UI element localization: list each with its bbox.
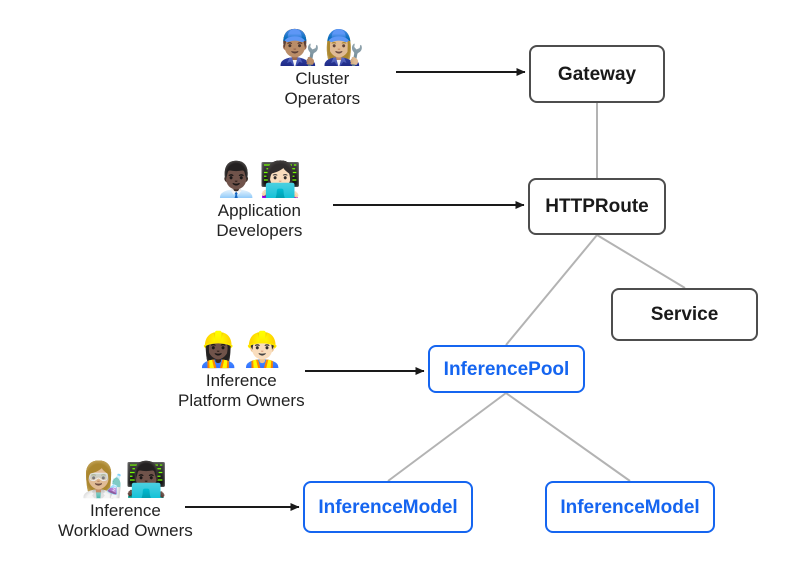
persona-label-line: Application [217,200,301,220]
node-service[interactable]: Service [611,288,758,341]
woman-construction-worker-icon: 👷🏿‍♀️👷🏻‍♂️ [196,330,286,370]
node-label-inferencepool: InferencePool [443,358,570,380]
persona-label-line: Inference [89,500,161,520]
edge-inferencepool-model1 [387,392,507,482]
node-gateway[interactable]: Gateway [529,45,665,103]
man-mechanic-icon: 👨🏽‍🔧👩🏼‍🔧 [278,28,367,68]
node-httproute[interactable]: HTTPRoute [528,178,666,235]
node-label-inferencemodel2: InferenceModel [560,496,700,518]
node-label-service: Service [650,304,719,325]
persona-arrows [185,68,526,511]
man-office-worker-icon: 👨🏿‍💼👩🏻‍💻 [215,160,304,200]
node-label-inferencemodel1: InferenceModel [318,496,458,518]
persona-label-line: Operators [284,89,361,109]
node-inferencemodel1[interactable]: InferenceModel [303,481,473,533]
persona-label-line: Platform Owners [178,391,305,411]
node-label-gateway: Gateway [557,63,637,85]
node-label-httproute: HTTPRoute [545,196,649,217]
edge-httproute-service [596,234,686,289]
edge-httproute-inferencepool [505,234,598,346]
node-inferencepool[interactable]: InferencePool [428,345,585,393]
node-inferencemodel2[interactable]: InferenceModel [545,481,715,533]
persona-label-line: Inference [205,370,277,390]
persona-label-line: Developers [216,221,303,241]
resource-relationship-edges [387,103,686,482]
edge-inferencepool-model2 [505,392,631,482]
persona-label-line: Cluster [295,68,350,88]
persona-label-line: Workload Owners [58,521,193,541]
woman-scientist-icon: 👩🏼‍🔬👨🏿‍💻 [81,460,170,500]
